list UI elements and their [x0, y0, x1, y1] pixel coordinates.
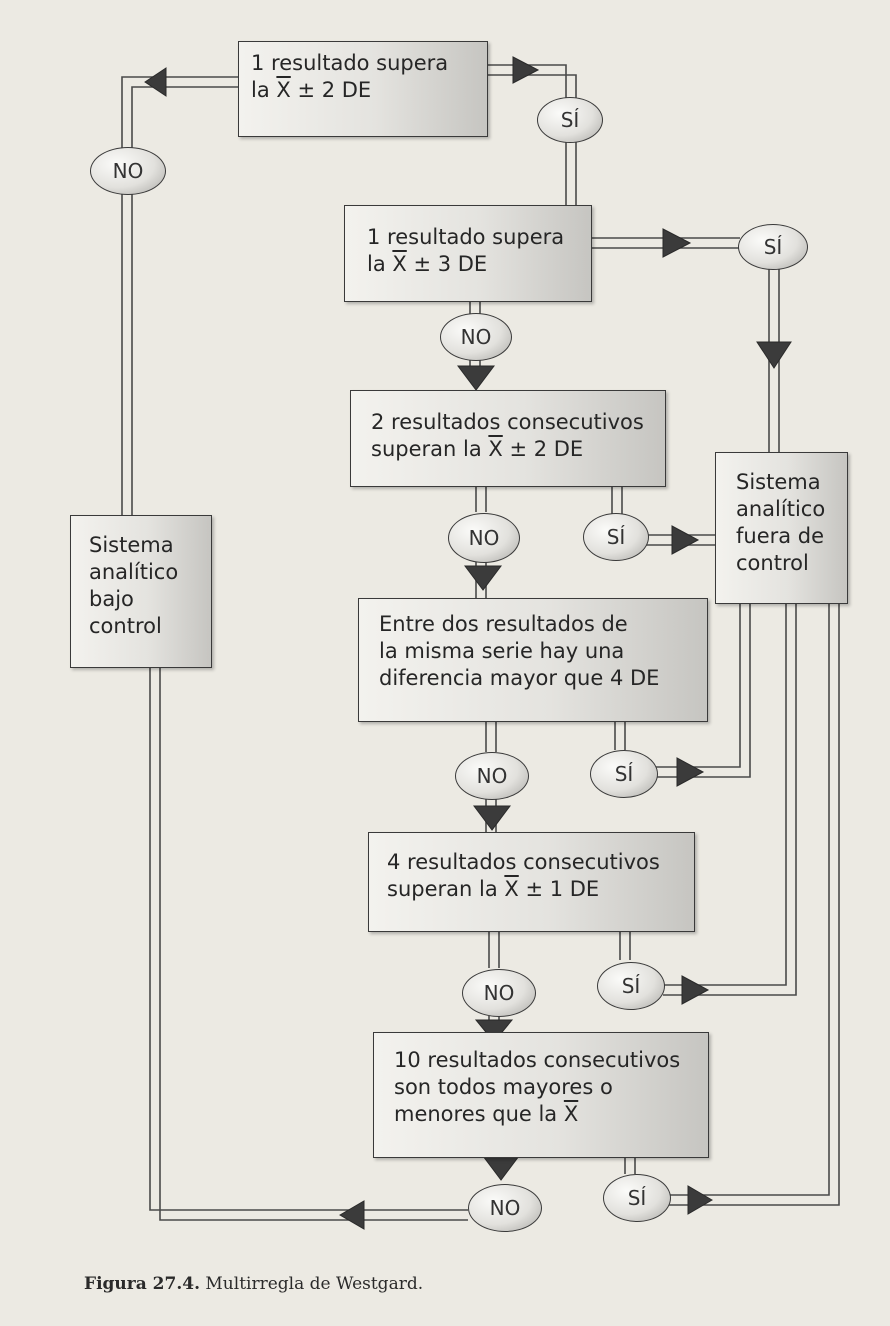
rule-4-line3: diferencia mayor que 4 DE — [379, 666, 660, 690]
under-control-box: Sistema analítico bajo control — [70, 515, 212, 668]
arrowhead-right-final — [687, 1185, 713, 1215]
rule-2-line1: 1 resultado supera — [367, 225, 565, 249]
connector-rule6-si-right — [665, 604, 840, 1206]
under-control-line2: analítico — [89, 560, 179, 584]
connector-rule4-si — [614, 722, 626, 750]
rule-1-box: 1 resultado supera la X ± 2 DE — [238, 41, 488, 137]
arrowhead-left-final — [339, 1200, 365, 1230]
out-of-control-box: Sistema analítico fuera de control — [715, 452, 848, 604]
rule-4-box: Entre dos resultados de la misma serie h… — [358, 598, 708, 722]
arrowhead-right-rule4 — [676, 757, 705, 787]
si-bubble-2: SÍ — [738, 224, 808, 270]
arrowhead-down-final — [482, 1155, 520, 1181]
arrowhead-down-rule3 — [457, 365, 495, 391]
no-bubble-6: NO — [468, 1184, 542, 1232]
caption-number: Figura 27.4. — [84, 1274, 200, 1294]
under-control-line3: bajo — [89, 587, 134, 611]
connector-rule5-si — [619, 928, 631, 960]
no-bubble-3: NO — [448, 513, 520, 563]
rule-2-line2: la X ± 3 DE — [367, 252, 488, 276]
out-of-control-line1: Sistema — [736, 470, 821, 494]
rule-1-line2: la X ± 2 DE — [251, 78, 372, 102]
rule-3-line1: 2 resultados consecutivos — [371, 410, 644, 434]
arrowhead-right-rule5 — [681, 975, 710, 1005]
rule-6-line1: 10 resultados consecutivos — [394, 1048, 681, 1072]
out-of-control-line4: control — [736, 551, 809, 575]
caption-text: Multirregla de Westgard. — [200, 1274, 424, 1294]
arrowhead-down-rule5 — [473, 805, 511, 831]
rule-6-line2: son todos mayores o — [394, 1075, 613, 1099]
rule-2-box: 1 resultado supera la X ± 3 DE — [344, 205, 592, 302]
connector-si-down — [768, 268, 780, 455]
connector-rule3-no — [475, 487, 487, 512]
no-bubble-1: NO — [90, 147, 166, 195]
si-bubble-6: SÍ — [603, 1174, 671, 1222]
arrowhead-left-top — [144, 67, 167, 97]
no-bubble-4: NO — [455, 752, 529, 800]
arrowhead-right-rule3 — [671, 525, 700, 555]
si-bubble-5: SÍ — [597, 962, 665, 1010]
no-bubble-2: NO — [440, 313, 512, 361]
rule-4-line1: Entre dos resultados de — [379, 612, 628, 636]
rule-1-line1: 1 resultado supera — [251, 51, 449, 75]
arrowhead-right-rule2 — [662, 228, 692, 258]
rule-5-line1: 4 resultados consecutivos — [387, 850, 660, 874]
connector-rule4-no — [485, 722, 497, 752]
rule-4-line2: la misma serie hay una — [379, 639, 625, 663]
figure-caption: Figura 27.4. Multirregla de Westgard. — [84, 1274, 423, 1294]
rule-6-box: 10 resultados consecutivos son todos may… — [373, 1032, 709, 1158]
no-bubble-5: NO — [462, 969, 536, 1017]
arrowhead-down-rule4 — [464, 565, 502, 591]
si-bubble-4: SÍ — [590, 750, 658, 798]
rule-6-line3: menores que la X — [394, 1102, 579, 1126]
out-of-control-line2: analítico — [736, 497, 826, 521]
arrowhead-down-si — [756, 341, 792, 369]
rule-3-box: 2 resultados consecutivos superan la X ±… — [350, 390, 666, 487]
arrowhead-right-top — [512, 56, 540, 84]
si-bubble-3: SÍ — [583, 513, 649, 561]
under-control-line1: Sistema — [89, 533, 174, 557]
rule-5-box: 4 resultados consecutivos superan la X ±… — [368, 832, 695, 932]
rule-3-line2: superan la X ± 2 DE — [371, 437, 584, 461]
connector-rule5-si-right — [663, 604, 797, 996]
rule-5-line2: superan la X ± 1 DE — [387, 877, 600, 901]
under-control-line4: control — [89, 614, 162, 638]
connector-rule3-si — [611, 487, 623, 515]
si-bubble-1: SÍ — [537, 97, 603, 143]
connector-rule5-no — [488, 932, 500, 968]
out-of-control-line3: fuera de — [736, 524, 825, 548]
arrowhead-down-rule6 — [474, 1019, 514, 1043]
connector-rule1-no — [121, 76, 238, 515]
